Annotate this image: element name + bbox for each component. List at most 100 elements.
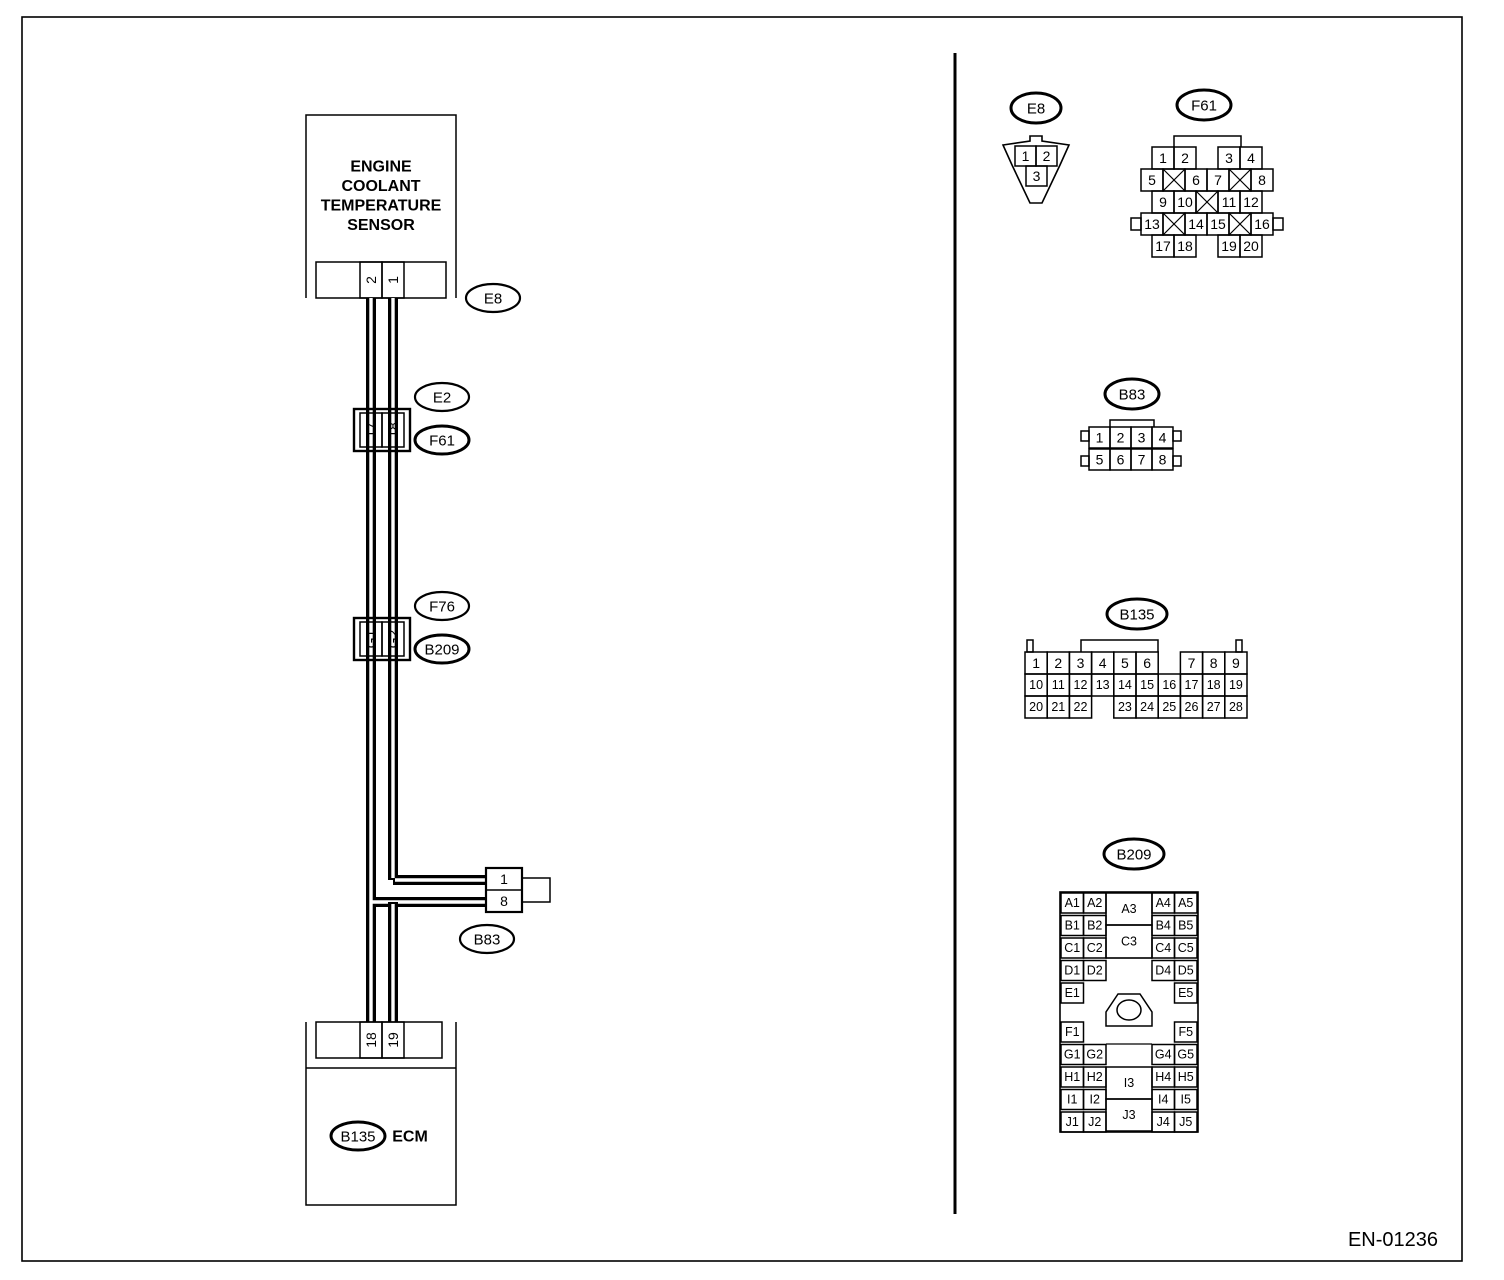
junction-top-tag: F76	[429, 599, 455, 616]
ecm-pin: 18	[363, 1032, 379, 1048]
b135-view-pin: 15	[1140, 678, 1154, 692]
b135-view-pin: 9	[1232, 655, 1240, 671]
b209-center-cell	[1105, 1098, 1153, 1132]
f61-view-name-oval	[1175, 88, 1233, 122]
b209-view-pin: A5	[1178, 896, 1193, 910]
junction-pin: G2	[385, 629, 401, 648]
b209-pin-cell	[1173, 1111, 1198, 1133]
b209-view-pin: B1	[1065, 919, 1080, 933]
f61-view-pin: 14	[1188, 216, 1204, 232]
f61-view-pin: 5	[1148, 172, 1156, 188]
b83-latch	[1080, 455, 1090, 467]
f61-view-pin: 19	[1221, 238, 1237, 254]
b209-view-pin: A4	[1156, 896, 1171, 910]
b209-view-pin: A3	[1121, 902, 1136, 916]
b209-view-pin: D2	[1087, 964, 1103, 978]
b209-pin-cell	[1173, 892, 1198, 914]
f61-view-pin: 4	[1247, 150, 1255, 166]
f61-view-pin: 3	[1225, 150, 1233, 166]
junction-pin: 18	[385, 422, 401, 438]
sensor-title-line: SENSOR	[347, 217, 415, 234]
ecm-connector-tag-oval	[329, 1120, 387, 1152]
f61-blank-cell-cross	[1228, 212, 1252, 236]
b209-center-boss	[1105, 993, 1153, 1027]
b135-view-pin: 7	[1188, 655, 1196, 671]
f61-latch	[1130, 217, 1142, 231]
b209-pin-cell	[1060, 1021, 1085, 1043]
b83-view-pin: 2	[1117, 430, 1125, 446]
sensor-box	[305, 114, 457, 298]
b209-view-pin: C5	[1178, 941, 1194, 955]
sensor-connector-tag-oval	[464, 282, 522, 314]
b209-view-pin: J1	[1066, 1115, 1079, 1129]
junction-bottom-tag-oval	[413, 424, 471, 456]
ecm-pin: 19	[385, 1032, 401, 1048]
b135-view-pin: 23	[1118, 700, 1132, 714]
b83-view-pin: 3	[1138, 430, 1146, 446]
b135-lock	[1080, 639, 1159, 652]
diagram-code: EN-01236	[1348, 1229, 1438, 1251]
junction-top-tag-oval	[413, 381, 471, 413]
b209-view-pin: H5	[1178, 1070, 1194, 1084]
b135-pin-cell	[1224, 695, 1248, 719]
b135-pin-cell	[1068, 695, 1093, 719]
b209-view-pin: J4	[1157, 1115, 1170, 1129]
junction-pin-cell	[381, 412, 405, 448]
b209-view-pin: A1	[1065, 896, 1080, 910]
f61-lock	[1173, 135, 1242, 147]
b135-view-pin: 3	[1077, 655, 1085, 671]
b209-view-name: B209	[1116, 847, 1151, 864]
b83-latch	[1172, 430, 1182, 442]
b209-bolt-hole	[1116, 999, 1142, 1021]
f61-view-pin: 11	[1222, 194, 1237, 210]
b209-pin-cell	[1173, 1043, 1198, 1066]
b135-view-pin: 1	[1032, 655, 1040, 671]
junction-pin: 17	[363, 422, 379, 438]
junction-bottom-tag: B209	[424, 642, 459, 659]
b135-view-pin: 19	[1229, 678, 1243, 692]
b83-latch	[1080, 430, 1090, 442]
junction-housing	[352, 407, 412, 453]
b83-tag: B83	[474, 932, 501, 949]
f61-view-pin: 15	[1210, 216, 1226, 232]
b135-view-pin: 10	[1029, 678, 1043, 692]
b135-view-pin: 22	[1074, 700, 1088, 714]
f61-view-pin: 1	[1159, 150, 1167, 166]
b209-view-pin: G5	[1177, 1048, 1194, 1062]
b135-view-pin: 12	[1074, 678, 1088, 692]
b135-view-pin: 4	[1099, 655, 1107, 671]
ecm-box	[305, 1022, 457, 1206]
f61-pin-cell	[1239, 234, 1263, 258]
f61-view-name: F61	[1191, 98, 1217, 115]
b83-pin: 1	[500, 871, 508, 887]
b209-pin-cell	[1173, 1021, 1198, 1043]
b209-view-name-oval	[1102, 837, 1166, 871]
f61-pin-cell	[1173, 234, 1197, 258]
b209-view-pin: I3	[1124, 1076, 1134, 1090]
b209-view-pin: J3	[1122, 1108, 1135, 1122]
b83-view-lock	[1109, 419, 1155, 427]
f61-view-pin: 6	[1192, 172, 1200, 188]
b83-view-pin: 5	[1096, 452, 1104, 468]
b209-pin-cell	[1173, 937, 1198, 959]
f61-view-pin: 17	[1155, 238, 1171, 254]
sensor-pin: 2	[363, 276, 379, 284]
b135-view-pin: 25	[1162, 700, 1176, 714]
b83-tag-oval	[458, 923, 516, 955]
e8-pin-cell	[1025, 165, 1048, 187]
f61-view-pin: 10	[1177, 194, 1193, 210]
b135-view-pin: 21	[1051, 700, 1065, 714]
b209-view-pin: C1	[1064, 941, 1080, 955]
b135-view-pin: 26	[1185, 700, 1199, 714]
b135-view-pin: 11	[1052, 678, 1065, 692]
page-frame	[21, 16, 1463, 1262]
b209-view-pin: C3	[1121, 935, 1137, 949]
b209-view-pin: I4	[1158, 1093, 1168, 1107]
b209-view-pin: D1	[1064, 964, 1080, 978]
b209-pin-cell	[1173, 982, 1198, 1004]
f61-view-pin: 13	[1144, 216, 1160, 232]
f61-latch	[1272, 217, 1284, 231]
f61-view-pin: 18	[1177, 238, 1193, 254]
b135-view-pin: 6	[1143, 655, 1151, 671]
b135-guide	[1235, 639, 1243, 653]
